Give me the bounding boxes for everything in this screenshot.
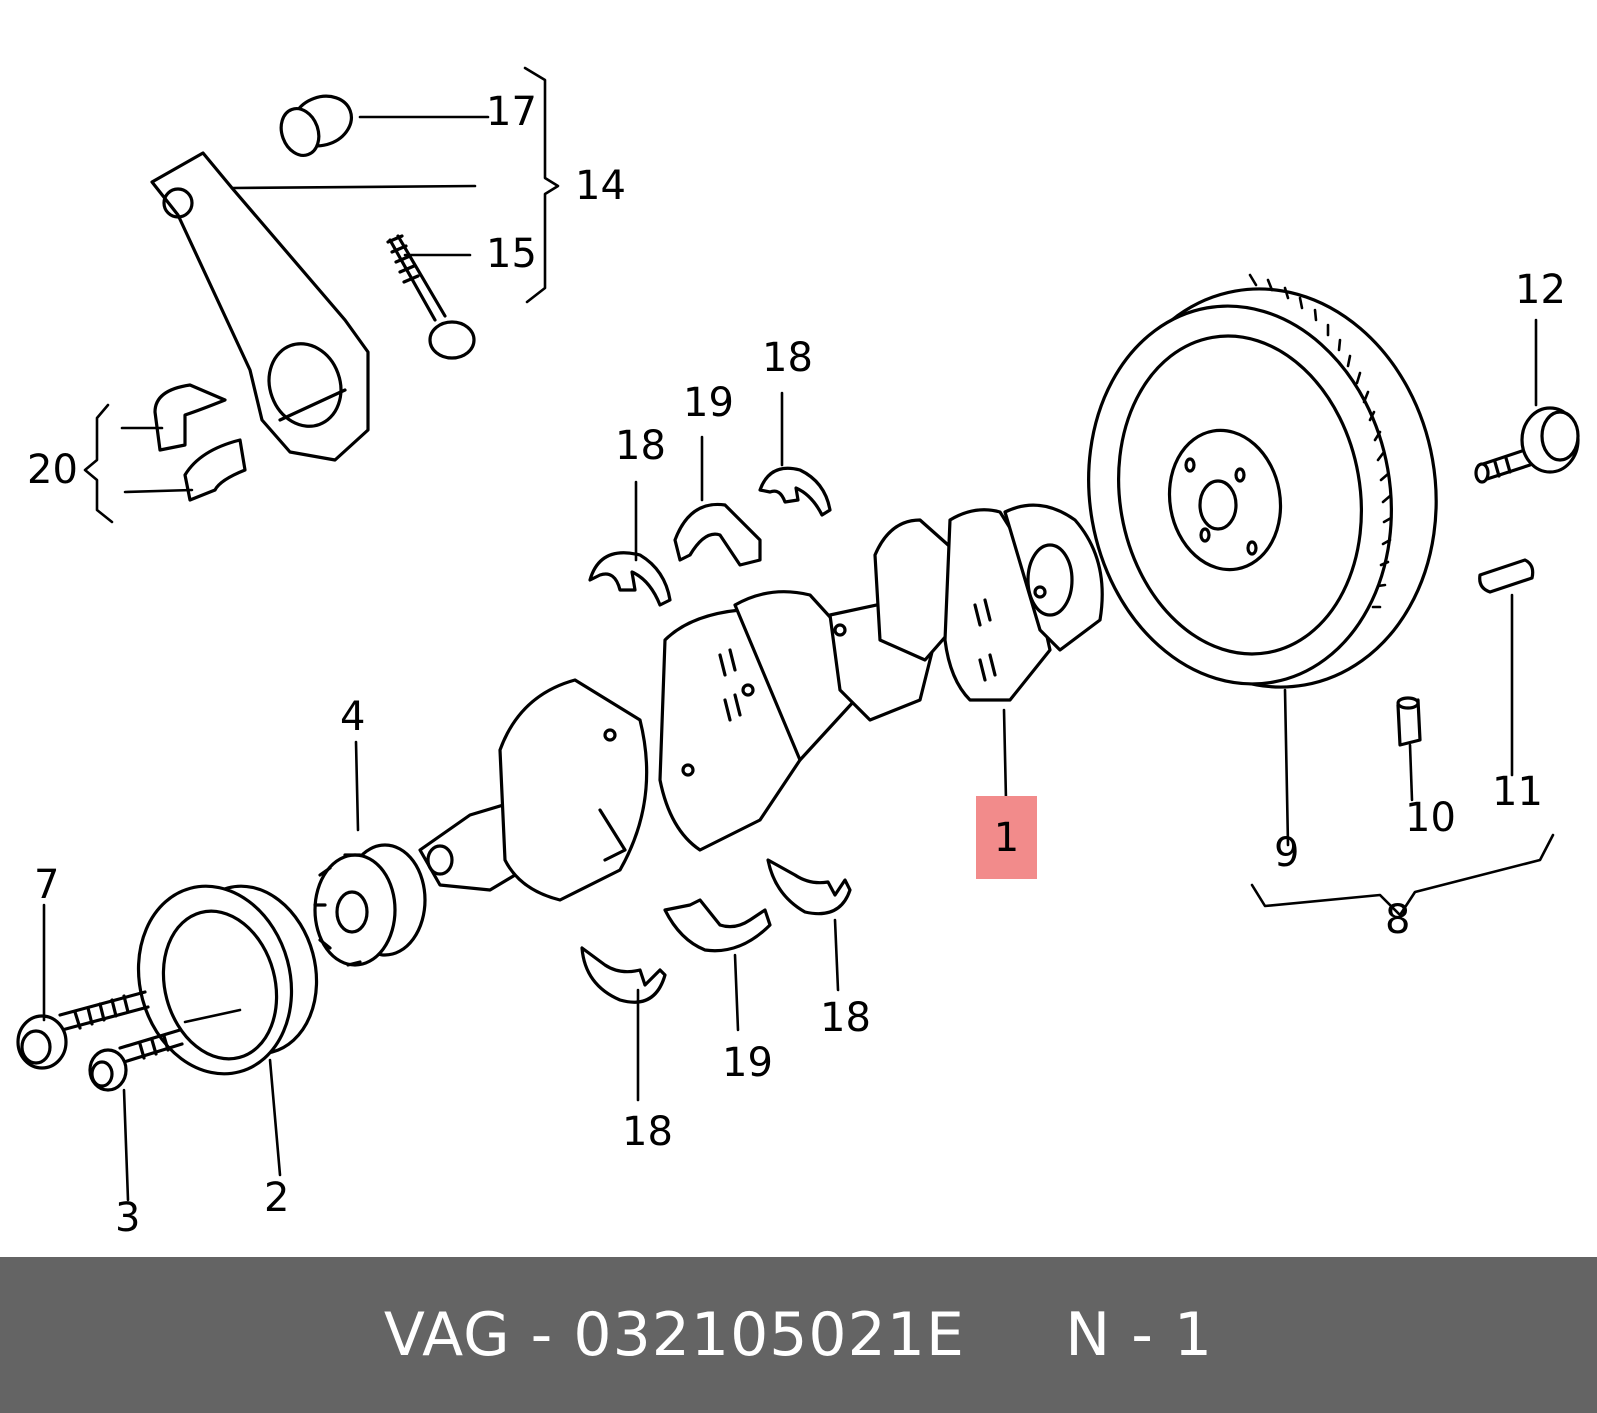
pulley-2: [136, 884, 319, 1076]
leader-20b: [123, 488, 194, 494]
part-number: 032105021E: [573, 1300, 965, 1370]
part-info-footer: VAG - 032105021E N - 1: [0, 1257, 1597, 1413]
label-18-top-left: 18: [615, 423, 666, 469]
bracket-8: [1250, 833, 1555, 917]
thrust-washer-18-bottom-right: [766, 858, 852, 916]
label-7: 7: [34, 862, 60, 908]
flywheel-9: [1087, 273, 1438, 689]
label-4: 4: [340, 694, 366, 740]
dowel-11: [1478, 558, 1535, 594]
thrust-washer-18-top-right: [758, 466, 832, 517]
leader-3: [122, 1088, 130, 1202]
leader-2: [268, 1058, 282, 1177]
leader-4: [354, 740, 360, 832]
label-20: 20: [27, 447, 78, 493]
thrust-washer-18-bottom-left: [580, 946, 667, 1004]
rod-bolt-15: [386, 234, 476, 360]
brand-name: VAG: [383, 1300, 511, 1370]
bolt-3: [88, 1028, 184, 1092]
label-1: 1: [993, 814, 1020, 861]
leader-10: [1408, 743, 1414, 802]
part-info-text: VAG - 032105021E N - 1: [0, 1257, 1597, 1413]
leader-9: [1283, 688, 1290, 847]
label-8: 8: [1385, 897, 1411, 943]
main-bearing-19-top: [673, 502, 762, 567]
bracket-14: [523, 66, 560, 304]
bracket-20: [83, 403, 114, 524]
label-18-bottom-right: 18: [820, 995, 871, 1041]
leader-18-br: [833, 918, 840, 992]
label-2: 2: [264, 1175, 290, 1221]
flywheel-bolt-12: [1474, 406, 1580, 484]
label-3: 3: [115, 1195, 141, 1241]
label-15: 15: [486, 231, 537, 277]
label-17: 17: [486, 89, 537, 135]
label-12: 12: [1515, 267, 1566, 313]
label-14: 14: [575, 163, 626, 209]
label-18-bottom-left: 18: [622, 1109, 673, 1155]
label-10: 10: [1405, 795, 1456, 841]
thrust-washer-18-top-left: [588, 551, 672, 607]
crankshaft-exploded-view: [16, 66, 1580, 1202]
bolt-7: [16, 990, 150, 1070]
label-19-top: 19: [683, 380, 734, 426]
brand-separator: -: [510, 1300, 574, 1370]
crankshaft: [418, 503, 1104, 902]
connecting-rod: [150, 151, 370, 462]
leader-14-rod: [230, 184, 477, 190]
bushing-10: [1396, 696, 1422, 747]
label-9: 9: [1274, 830, 1300, 876]
leader-19-b: [733, 953, 740, 1032]
label-18-top-right: 18: [762, 335, 813, 381]
label-19-bottom: 19: [722, 1040, 773, 1086]
rod-bearing-shells-20: [153, 383, 247, 502]
label-11: 11: [1492, 769, 1543, 815]
highlighted-part-marker[interactable]: 1: [976, 796, 1037, 879]
piston-pin-17: [279, 94, 353, 157]
leader-1: [1002, 708, 1008, 802]
crank-sprocket-4: [313, 843, 427, 967]
diagram-position: N - 1: [1065, 1300, 1214, 1370]
main-bearing-19-bottom: [663, 898, 772, 953]
footer-gap: [965, 1300, 1065, 1370]
